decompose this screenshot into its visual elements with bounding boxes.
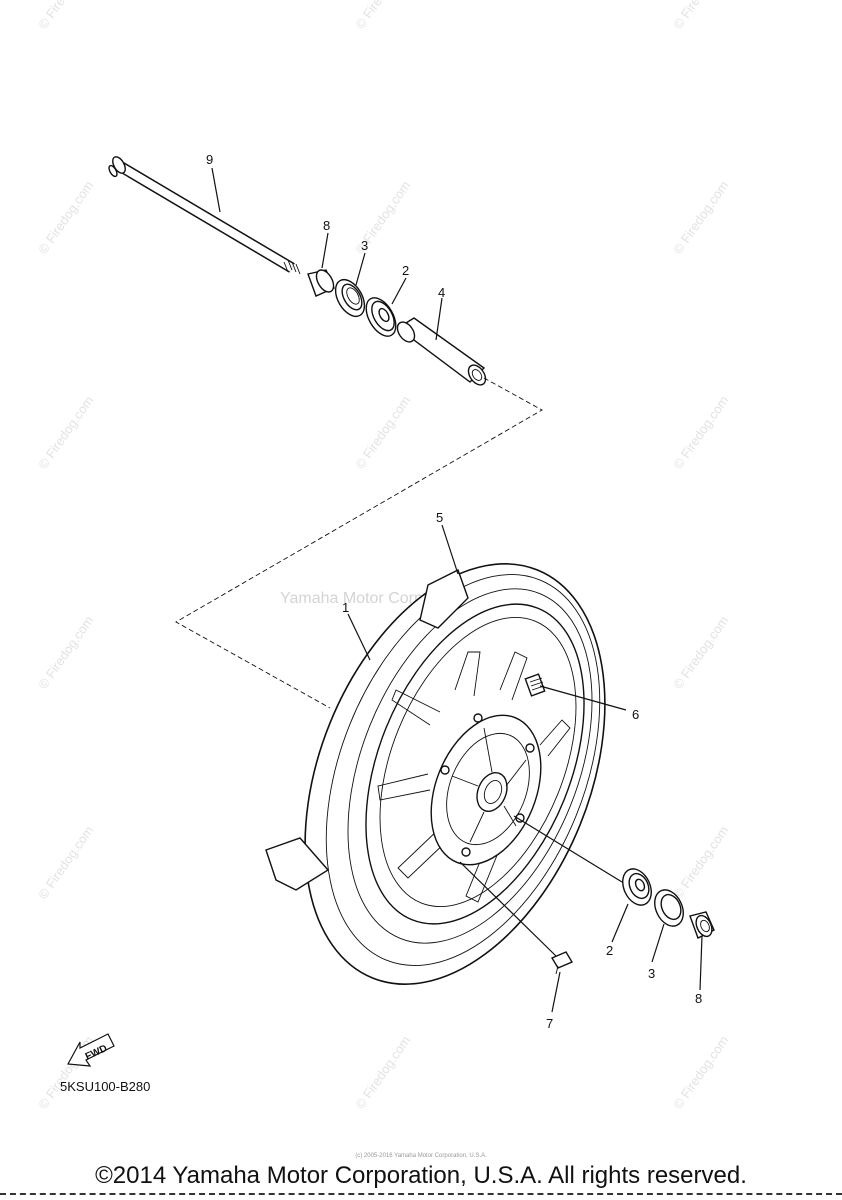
spacer-part [396,317,487,386]
bearing-top-part [365,297,397,337]
callout-seal-bottom: 3 [648,966,655,981]
bearing-bottom-part [622,868,652,906]
bottom-dashed-border [0,1193,842,1199]
callout-collar-bottom: 8 [695,991,702,1006]
callout-valve-stem-bottom: 7 [546,1016,553,1031]
callout-seal-top: 3 [361,238,368,253]
oil-seal-bottom-part [654,889,684,927]
watermark-text: © Firedog.com [670,393,731,472]
assembly-guide-line [175,377,543,709]
watermark-text: © Firedog.com [670,178,731,257]
callout-spacer: 4 [438,285,445,300]
watermark-text: © Firedog.com [35,178,96,257]
callout-bearing-bottom: 2 [606,943,613,958]
watermark-text: © Firedog.com [35,0,96,32]
tiny-notice: (c) 2005-2016 Yamaha Motor Corporation, … [355,1153,487,1159]
leader-lines [211,167,703,1013]
axle-part [108,156,301,275]
callout-collar-top: 8 [323,218,330,233]
watermark-text: © Firedog.com [670,0,731,32]
oil-seal-top-part [334,278,366,318]
valve-stem-bottom-part [550,951,574,975]
watermark-text: © Firedog.com [35,393,96,472]
callout-axle: 9 [206,152,213,167]
copyright-notice: ©2014 Yamaha Motor Corporation, U.S.A. A… [95,1162,747,1189]
watermark-text: © Firedog.com [670,613,731,692]
callout-bearing-top: 2 [402,263,409,278]
watermark-text: © Firedog.com [35,823,96,902]
collar-top-part [307,269,335,297]
watermark-text: © Firedog.com [352,393,413,472]
exploded-wheel-diagram: © Firedog.com © Firedog.com © Firedog.com ©… [35,0,731,1112]
watermark-text: © Firedog.com [352,0,413,32]
diagram-code: 5KSU100-B280 [60,1079,151,1094]
wheel-part [265,563,606,985]
callout-wheel: 1 [342,600,349,615]
watermark-text: © Firedog.com [35,613,96,692]
collar-bottom-part [689,911,715,939]
callout-balance-weight: 5 [436,510,443,525]
wheel-spokes [377,651,571,903]
callout-valve-stem-top: 6 [632,707,639,722]
watermark-text: © Firedog.com [670,1033,731,1112]
watermark-text: © Firedog.com [670,823,731,902]
watermark-text: © Firedog.com [352,1033,413,1112]
